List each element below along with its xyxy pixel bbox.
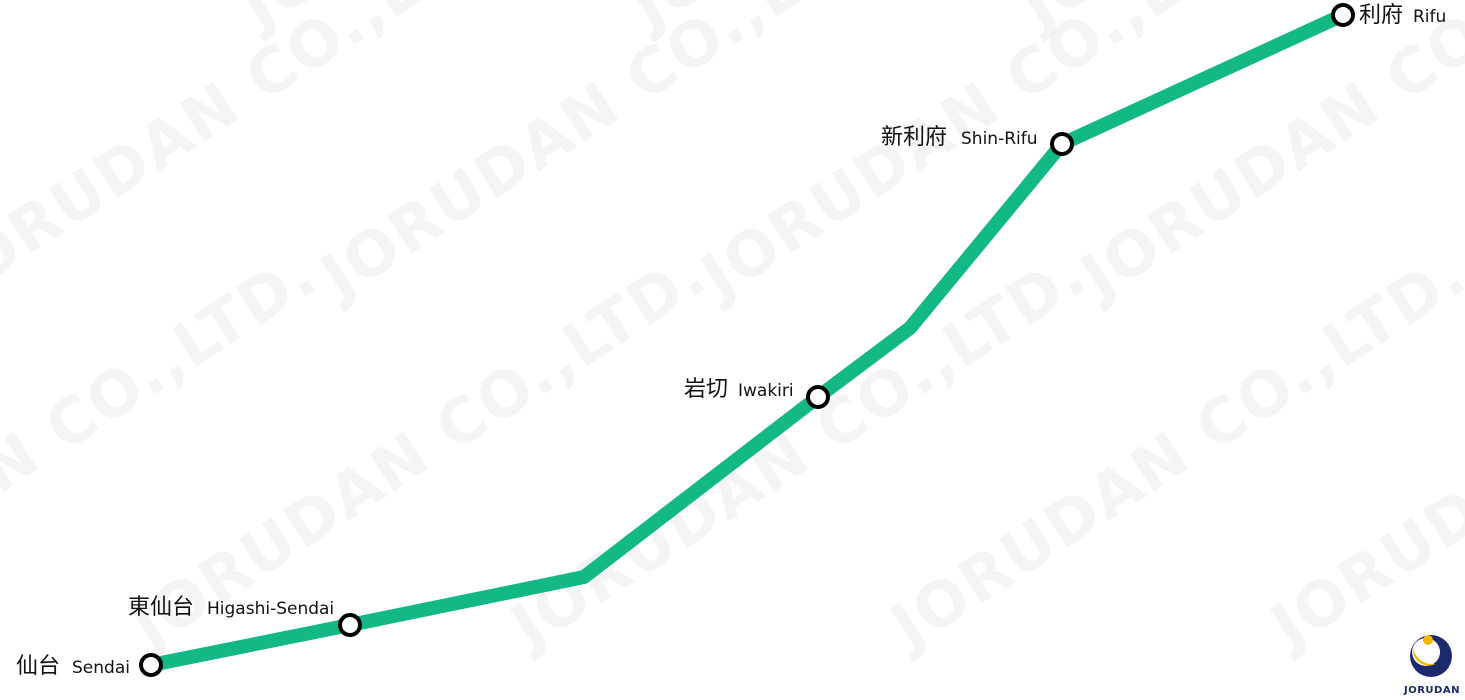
station-label-ja: 岩切	[684, 377, 728, 402]
station-iwakiri[interactable]: 岩切 Iwakiri	[684, 377, 830, 409]
station-marker[interactable]	[139, 653, 163, 677]
station-marker[interactable]	[1331, 3, 1355, 27]
watermark-layer: JORUDAN CO.,LTD.JORUDAN CO.,LTD.JORUDAN …	[0, 0, 1465, 665]
station-sendai[interactable]: 仙台 Sendai	[16, 653, 163, 679]
logo-text: JORUDAN	[1403, 685, 1460, 696]
station-higashi-sendai[interactable]: 東仙台 Higashi-Sendai	[128, 595, 362, 637]
jorudan-logo: JORUDAN	[1403, 635, 1460, 696]
station-marker[interactable]	[806, 385, 830, 409]
station-label-en: Iwakiri	[738, 381, 794, 401]
watermark-text: JORUDAN CO.,LTD.	[685, 0, 1289, 315]
station-label-ja: 新利府	[881, 125, 947, 150]
station-label-ja: 東仙台	[128, 595, 194, 620]
route-line	[144, 8, 1350, 672]
station-marker[interactable]	[338, 613, 362, 637]
station-label-en: Higashi-Sendai	[207, 599, 334, 619]
station-label-ja: 利府	[1359, 3, 1403, 28]
station-shin-rifu[interactable]: 新利府 Shin-Rifu	[881, 125, 1074, 156]
watermark-text: JORUDAN CO.,LTD.	[305, 0, 909, 315]
station-rifu[interactable]: 利府 Rifu	[1331, 3, 1446, 28]
station-label-en: Shin-Rifu	[961, 129, 1038, 149]
station-marker[interactable]	[1050, 132, 1074, 156]
jorudan-crescent-icon	[1410, 635, 1452, 677]
station-label-en: Rifu	[1413, 7, 1446, 27]
station-label-en: Sendai	[72, 658, 130, 678]
station-label-ja: 仙台	[16, 654, 60, 679]
